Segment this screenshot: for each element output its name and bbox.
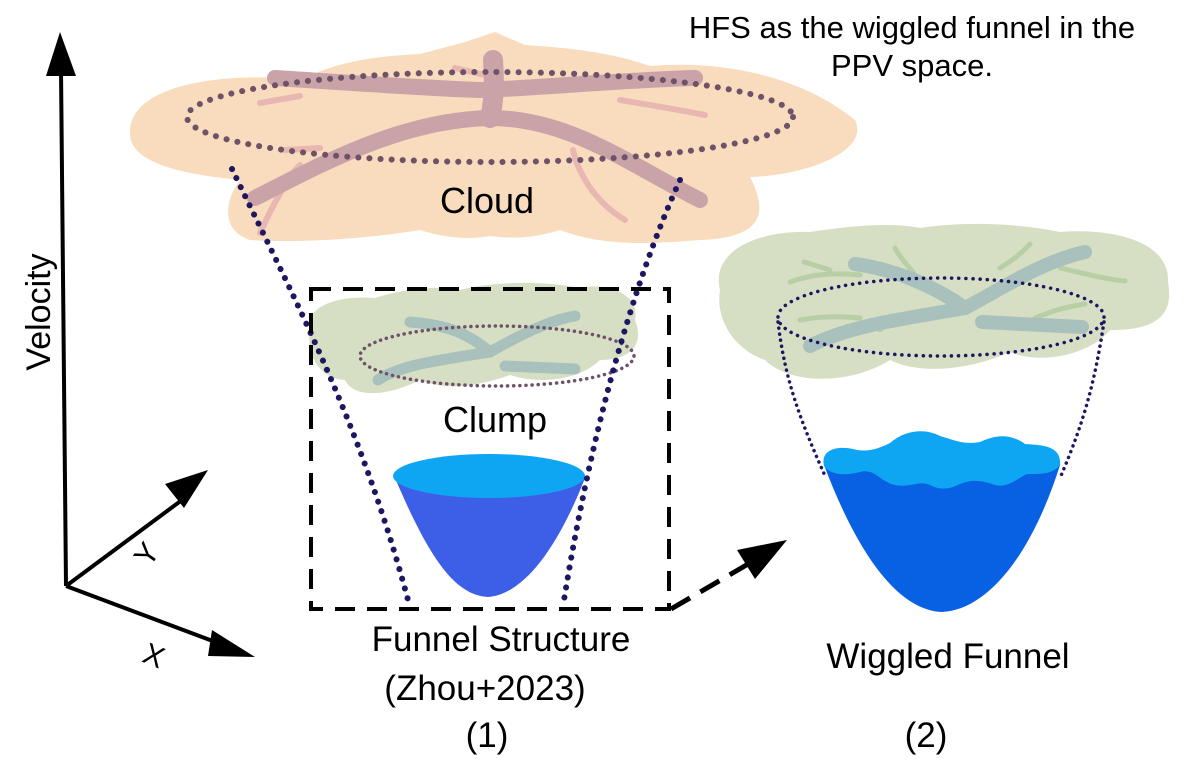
cloud-label: Cloud bbox=[440, 180, 534, 221]
cloud-ellipse-outline bbox=[184, 69, 796, 165]
title-line-2: PPV space. bbox=[831, 48, 993, 83]
panel1-caption-line1: Funnel Structure bbox=[372, 620, 631, 659]
x-axis-arrowhead bbox=[208, 630, 255, 657]
transition-arrow-line bbox=[669, 557, 757, 612]
funnel-bowl-2-wiggled bbox=[823, 431, 1061, 612]
panel1-index: (1) bbox=[466, 716, 509, 755]
wiggled-bowl-body bbox=[824, 465, 1060, 612]
y-axis-label: Y bbox=[128, 537, 167, 572]
title-line-1: HFS as the wiggled funnel in the bbox=[689, 10, 1135, 45]
clump-wiggled bbox=[718, 223, 1170, 379]
wiggled-funnel-left-edge bbox=[776, 320, 828, 480]
y-axis-line bbox=[64, 495, 188, 588]
zoom-box-dashed bbox=[309, 287, 671, 611]
transition-arrow bbox=[669, 540, 787, 612]
velocity-axis-arrowhead bbox=[46, 32, 76, 76]
x-axis-label: X bbox=[138, 637, 169, 675]
x-axis-line bbox=[65, 584, 219, 645]
funnel-outline-1 bbox=[229, 166, 683, 603]
clump-label: Clump bbox=[443, 399, 547, 440]
transition-arrowhead bbox=[737, 540, 787, 579]
clump-ellipse-outline bbox=[358, 324, 636, 388]
panel2-index: (2) bbox=[905, 716, 948, 755]
bowl-body bbox=[395, 478, 585, 597]
clump2-ellipse-outline bbox=[776, 276, 1106, 358]
bowl-surface bbox=[393, 454, 585, 498]
y-axis-arrowhead bbox=[165, 470, 208, 508]
panel1-caption-line2: (Zhou+2023) bbox=[384, 669, 585, 708]
panel2-caption: Wiggled Funnel bbox=[826, 637, 1069, 676]
cloud-filaments bbox=[247, 50, 708, 236]
funnel-outline-2 bbox=[776, 320, 1106, 480]
wiggled-funnel-right-edge bbox=[1058, 320, 1106, 480]
funnel-bowl-1 bbox=[393, 454, 585, 597]
cloud: Cloud bbox=[129, 32, 858, 243]
velocity-axis-line bbox=[59, 69, 68, 587]
velocity-axis-label: Velocity bbox=[20, 253, 58, 370]
funnel-right-edge bbox=[561, 177, 683, 603]
clump2-filaments bbox=[787, 241, 1128, 353]
clump-filaments bbox=[372, 310, 581, 386]
funnel-left-edge bbox=[229, 166, 411, 603]
clump: Clump bbox=[309, 282, 639, 440]
wiggled-bowl-surface bbox=[823, 431, 1061, 489]
